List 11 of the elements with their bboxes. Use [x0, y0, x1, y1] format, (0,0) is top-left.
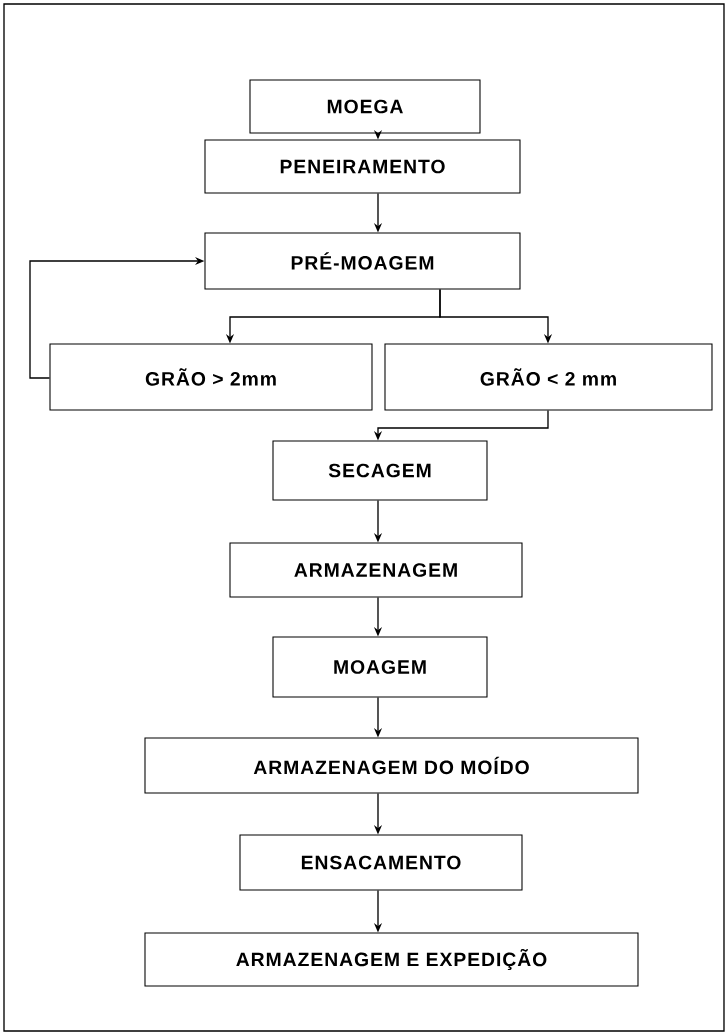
- process-box: MOAGEM: [272, 636, 488, 698]
- process-box: PENEIRAMENTO: [204, 139, 521, 194]
- process-box: ENSACAMENTO: [239, 834, 523, 891]
- process-box: SECAGEM: [272, 440, 488, 501]
- process-box: ARMAZENAGEM: [229, 542, 523, 598]
- process-box: GRÃO > 2mm: [49, 343, 373, 411]
- process-box: GRÃO < 2 mm: [384, 343, 713, 411]
- process-box: PRÉ-MOAGEM: [204, 232, 521, 290]
- process-box: ARMAZENAGEM DO MOÍDO: [144, 737, 639, 794]
- process-box: ARMAZENAGEM E EXPEDIÇÃO: [144, 932, 639, 987]
- process-box: MOEGA: [249, 79, 481, 134]
